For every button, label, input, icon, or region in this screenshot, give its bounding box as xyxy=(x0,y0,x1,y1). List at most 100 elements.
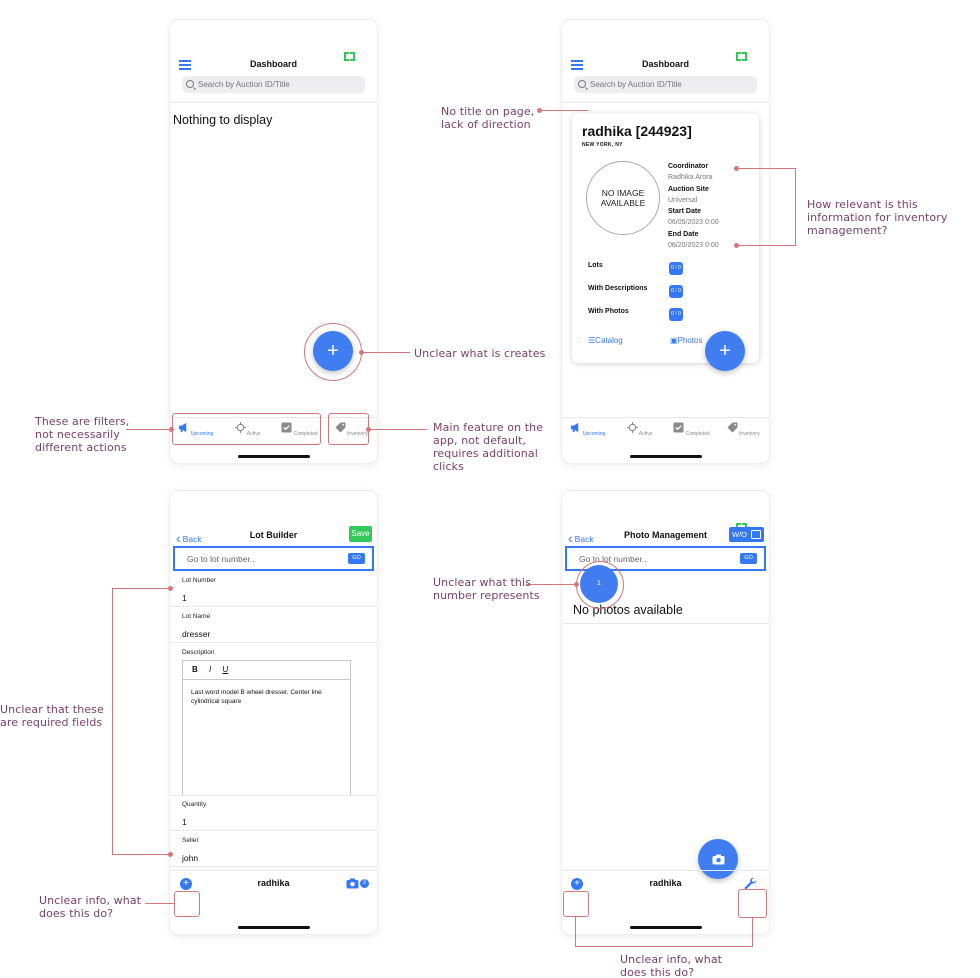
connector-line xyxy=(540,110,588,112)
connector-line xyxy=(575,917,577,947)
go-button[interactable]: GO xyxy=(740,553,757,564)
connector-line xyxy=(737,168,795,170)
menu-icon[interactable] xyxy=(571,60,583,70)
divider xyxy=(562,623,769,624)
home-indicator xyxy=(629,926,702,929)
phone-lot-builder: Back Lot Builder Save Go to lot number..… xyxy=(170,491,377,934)
filters-highlight-box xyxy=(172,413,321,445)
connector-line xyxy=(112,854,170,856)
tab-label: Completed xyxy=(293,431,318,437)
annotation-unclear-info-left: Unclear info, what does this do? xyxy=(39,894,142,920)
connector-dot xyxy=(537,108,542,113)
camera-count-button[interactable]: 3 xyxy=(346,878,369,889)
wrench-icon[interactable] xyxy=(744,877,757,890)
connector-dot xyxy=(359,350,364,355)
end-value: 06/20/2023 0:00 xyxy=(668,242,719,250)
description-text[interactable]: Last word model B wheel dresser. Center … xyxy=(191,689,322,705)
lot-number-search[interactable]: Go to lot number.. GO xyxy=(173,546,374,571)
annotation-main-feature: Main feature on the app, not default, re… xyxy=(433,421,544,473)
back-button[interactable]: Back xyxy=(568,529,594,545)
menu-icon[interactable] xyxy=(179,60,191,70)
empty-message: Nothing to display xyxy=(173,113,273,127)
tab-inventory[interactable]: Inventory xyxy=(717,418,769,445)
photos-link[interactable]: ▣Photos xyxy=(670,336,702,345)
tab-completed[interactable]: Completed xyxy=(274,418,326,445)
catalog-link[interactable]: ☰Catalog xyxy=(588,336,623,345)
annotation-relevant-info: How relevant is this information for inv… xyxy=(807,198,948,237)
tab-label: Completed xyxy=(685,431,710,437)
tab-active[interactable]: Active xyxy=(222,418,274,445)
connector-line xyxy=(737,245,795,247)
megaphone-icon xyxy=(571,422,579,433)
home-indicator xyxy=(629,455,702,458)
lots-label: Lots xyxy=(588,262,603,269)
underline-button[interactable]: U xyxy=(222,665,229,674)
tab-inventory[interactable]: Inventory xyxy=(325,418,377,445)
add-highlight-box xyxy=(174,891,200,917)
tab-active[interactable]: Active xyxy=(614,418,666,445)
bold-button[interactable]: B xyxy=(192,665,198,674)
tab-label: Active xyxy=(638,431,653,437)
page-title: Dashboard xyxy=(249,59,297,69)
italic-button[interactable]: I xyxy=(209,665,212,674)
without-photos-toggle[interactable]: W/O xyxy=(729,527,764,542)
auction-location: NEW YORK, NY xyxy=(582,142,623,148)
megaphone-icon xyxy=(179,422,187,433)
tab-completed[interactable]: Completed xyxy=(666,418,718,445)
status-icon xyxy=(344,51,355,61)
tab-label: Active xyxy=(246,431,261,437)
lot-search-placeholder: Go to lot number.. xyxy=(579,554,647,564)
back-button[interactable]: Back xyxy=(176,529,202,545)
crosshair-icon xyxy=(626,422,638,433)
connector-line xyxy=(369,429,427,431)
phone-photo-management: Back Photo Management W/O Go to lot numb… xyxy=(562,491,769,934)
go-button[interactable]: GO xyxy=(348,553,365,564)
list-icon: ☰ xyxy=(588,336,596,345)
photos-badge[interactable]: 0 / 0 xyxy=(669,308,683,321)
annotation-required-fields: Unclear that these are required fields xyxy=(0,703,104,729)
annotation-filters: These are filters, not necessarily diffe… xyxy=(35,415,130,454)
divider xyxy=(170,642,377,643)
description-editor[interactable]: B I U Last word model B wheel dresser. C… xyxy=(182,660,351,796)
auction-title: radhika [244923] xyxy=(582,123,692,139)
start-value: 06/05/2023 0:00 xyxy=(668,219,719,227)
divider xyxy=(170,606,377,607)
camera-fab-button[interactable] xyxy=(698,839,738,879)
connector-dot xyxy=(734,166,739,171)
divider xyxy=(170,866,377,867)
search-input[interactable]: Search by Auction ID/Title xyxy=(182,76,365,93)
descriptions-badge[interactable]: 0 / 0 xyxy=(669,285,683,298)
checkbox-icon xyxy=(281,422,292,433)
lot-name-field[interactable]: dresser xyxy=(182,629,211,639)
seller-field[interactable]: john xyxy=(182,853,199,863)
quantity-field[interactable]: 1 xyxy=(182,817,187,827)
tab-bar: Upcoming Active Completed Inventory xyxy=(562,417,769,445)
tab-upcoming[interactable]: Upcoming xyxy=(562,418,614,445)
save-button[interactable]: Save xyxy=(349,526,372,542)
phone-dashboard-empty: Dashboard Search by Auction ID/Title Not… xyxy=(170,20,377,463)
tab-label: Upcoming xyxy=(190,431,214,437)
connector-dot xyxy=(734,243,739,248)
lot-number-field[interactable]: 1 xyxy=(182,593,187,603)
connector-dot xyxy=(168,586,173,591)
divider xyxy=(170,830,377,831)
tab-upcoming[interactable]: Upcoming xyxy=(170,418,222,445)
description-label: Description xyxy=(182,649,215,656)
editor-toolbar: B I U xyxy=(183,661,350,680)
inventory-highlight-box xyxy=(328,413,369,445)
search-icon xyxy=(186,80,194,88)
add-icon[interactable]: + xyxy=(180,878,192,890)
add-fab-button[interactable]: + xyxy=(705,331,745,371)
catalog-label: Catalog xyxy=(595,336,623,345)
connector-line xyxy=(362,352,410,354)
search-input[interactable]: Search by Auction ID/Title xyxy=(574,76,757,93)
phone-dashboard-card: Dashboard Search by Auction ID/Title rad… xyxy=(562,20,769,463)
auction-card[interactable]: radhika [244923] NEW YORK, NY NO IMAGE A… xyxy=(572,113,759,363)
lot-number-search[interactable]: Go to lot number.. GO xyxy=(565,546,766,571)
add-icon[interactable]: + xyxy=(571,878,583,890)
search-placeholder: Search by Auction ID/Title xyxy=(198,80,290,89)
lot-name-label: Lot Name xyxy=(182,613,211,620)
wrench-highlight-box xyxy=(738,889,767,918)
connector-line xyxy=(126,429,172,431)
lots-badge[interactable]: 0 / 0 xyxy=(669,262,683,275)
